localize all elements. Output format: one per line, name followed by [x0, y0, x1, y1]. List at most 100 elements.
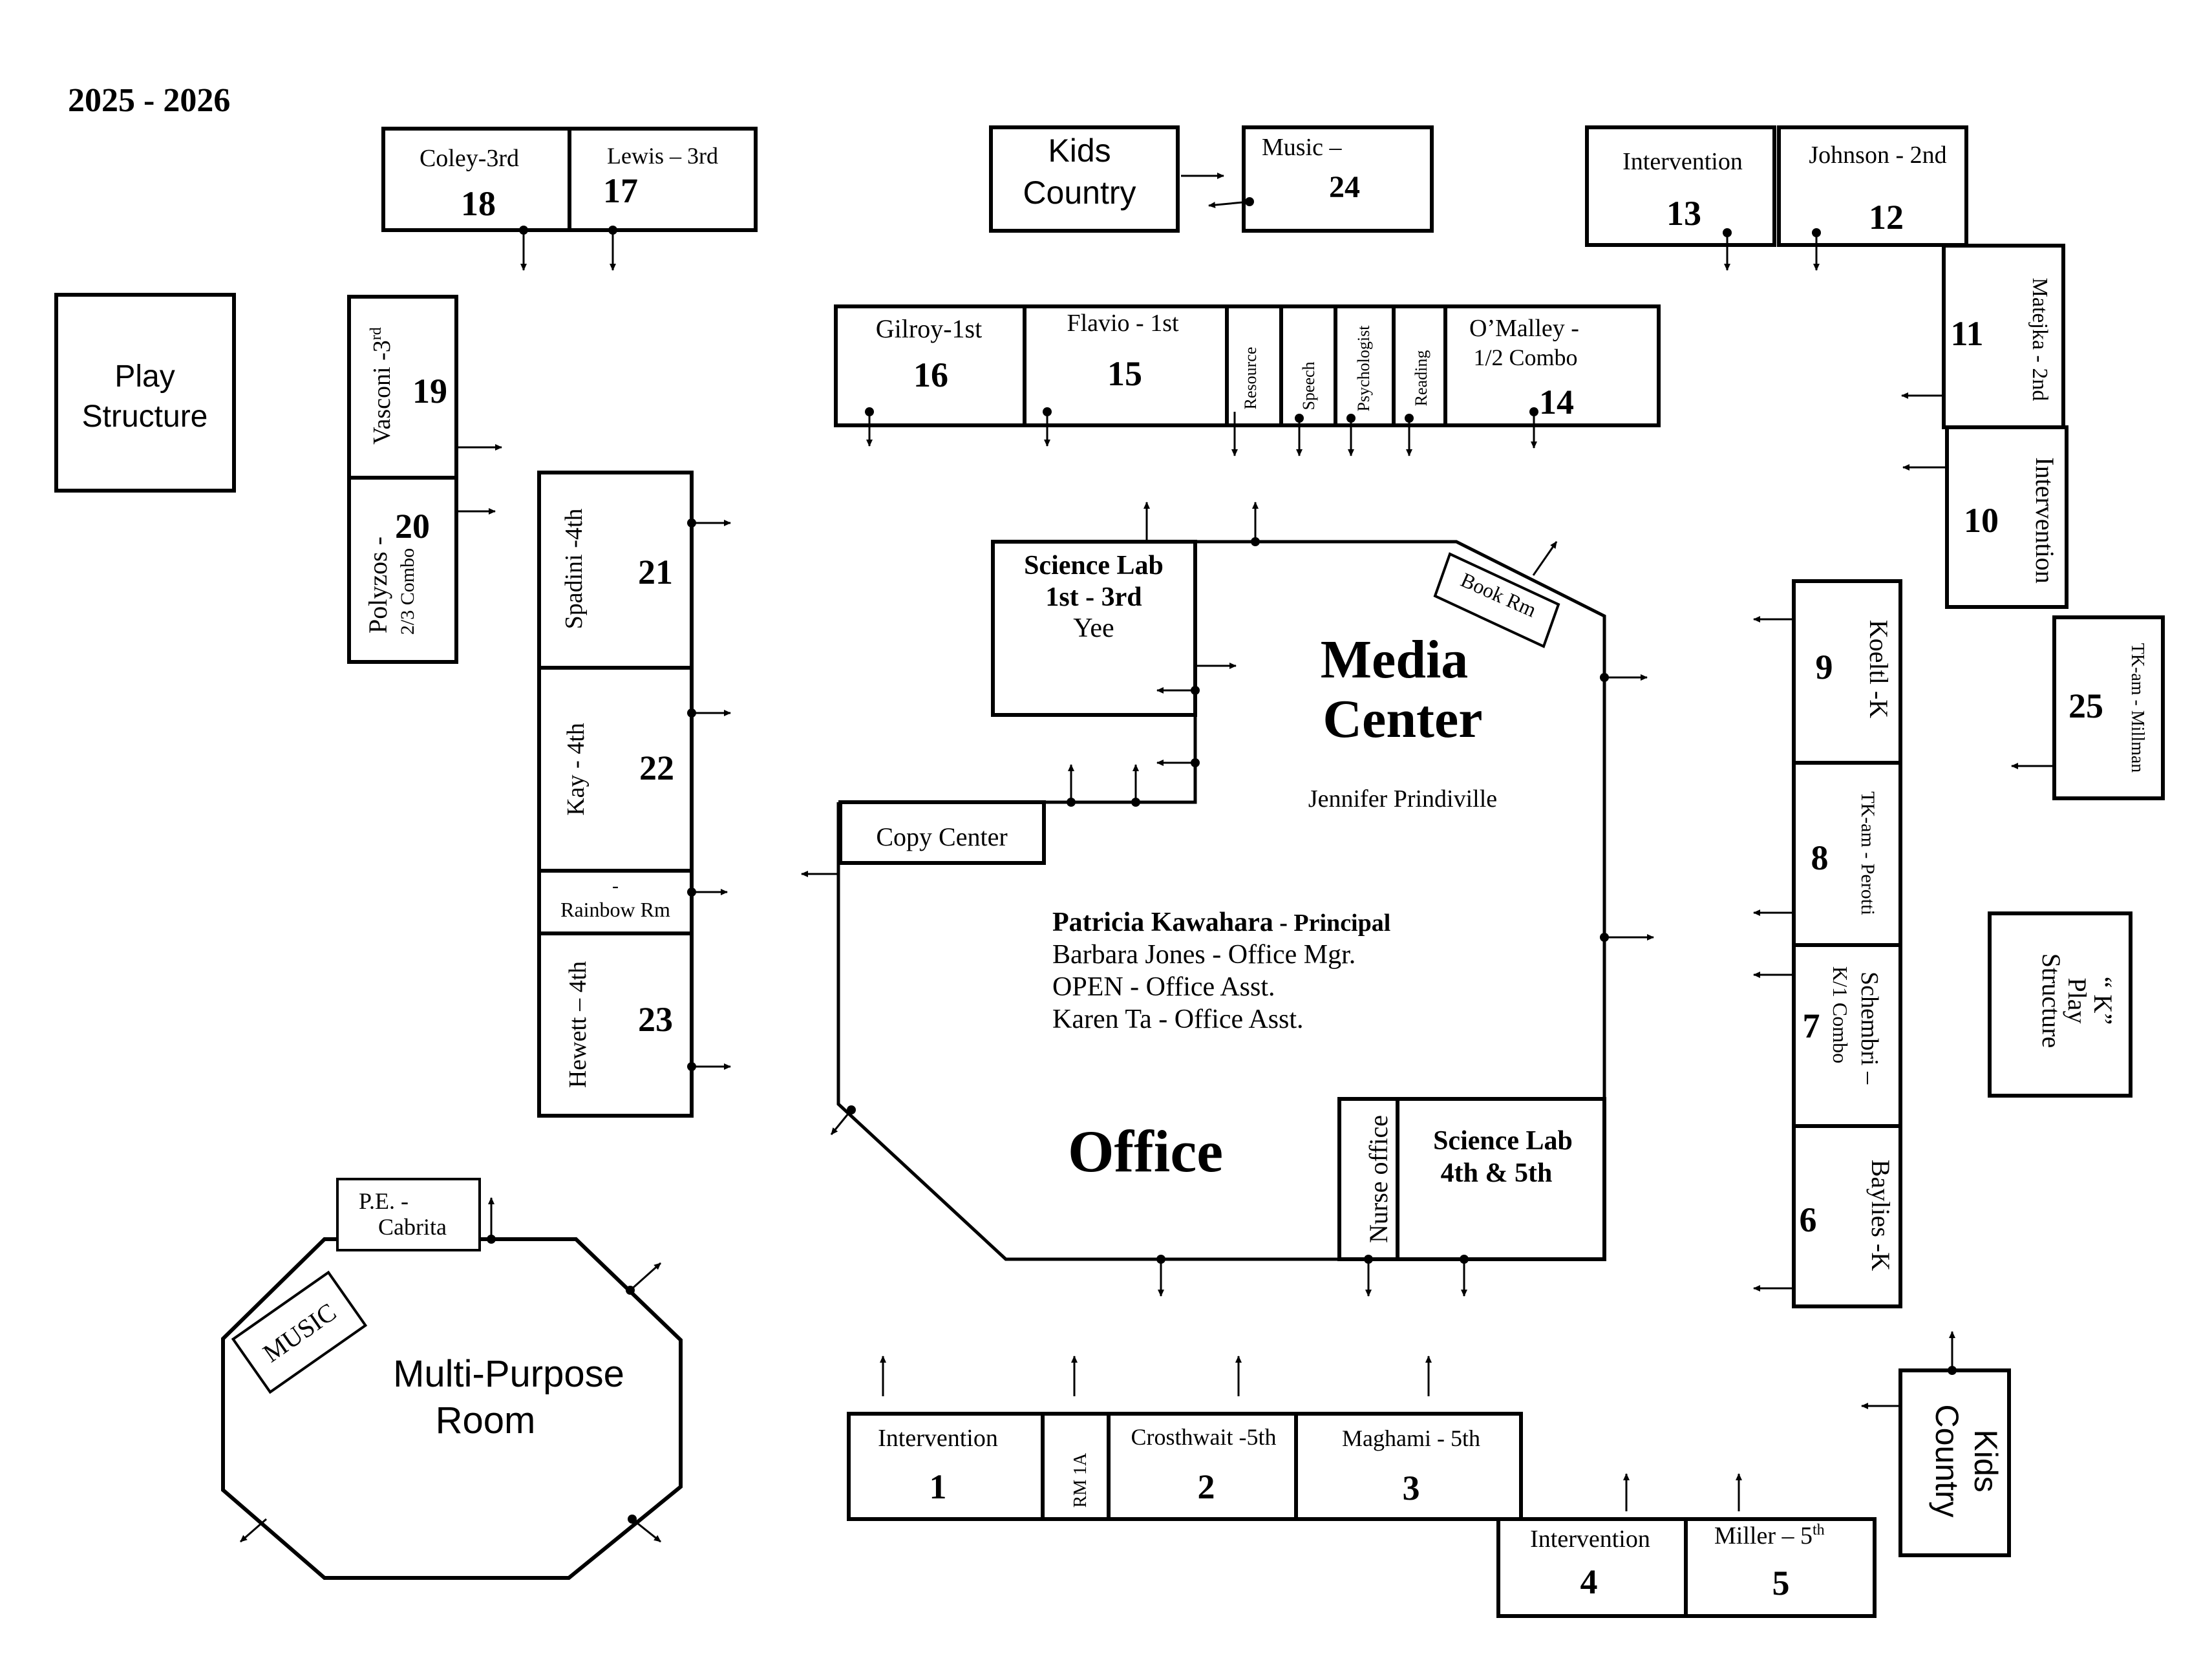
door-dot	[1067, 798, 1076, 807]
staff-1: Barbara Jones - Office Mgr.	[1052, 940, 1356, 970]
mpr-line2: Room	[436, 1399, 536, 1442]
door-arrow	[632, 1518, 661, 1543]
room-20-name: Polyzos -	[363, 537, 392, 633]
k-play-line2: Play	[2063, 977, 2092, 1023]
room-24-number: 24	[1329, 170, 1360, 204]
door-arrow	[1532, 541, 1558, 576]
room-11-name: Matejka - 2nd	[2028, 278, 2052, 401]
room-14-name: O’Malley -	[1469, 315, 1579, 342]
room-10-number: 10	[1964, 501, 1999, 540]
copy-center-label: Copy Center	[876, 822, 1007, 851]
door-dot	[1191, 686, 1200, 695]
mpr-line1: Multi-Purpose	[393, 1353, 624, 1395]
room-9-name: Koeltl -K	[1864, 620, 1893, 718]
staff-2: OPEN - Office Asst.	[1052, 972, 1275, 1002]
door-dot	[687, 518, 696, 527]
play-structure-line2: Structure	[82, 399, 208, 434]
room-2-name: Crosthwait -5th	[1131, 1424, 1277, 1450]
room-22: Kay - 4th 22	[537, 666, 694, 873]
room-7-name2: K/1 Combo	[1829, 966, 1852, 1063]
door-dot	[1156, 1255, 1165, 1264]
science-lab-1: Science Lab 1st - 3rd Yee	[991, 540, 1197, 717]
door-arrow	[830, 1109, 853, 1135]
room-14-number: 14	[1539, 383, 1574, 421]
play-structure-line1: Play	[114, 359, 175, 394]
reading-room: Reading	[1392, 304, 1447, 427]
room-6-name: Baylies -K	[1866, 1160, 1895, 1271]
room-2-number: 2	[1198, 1467, 1215, 1506]
year-title: 2025 - 2026	[68, 82, 230, 119]
rainbow-label: Rainbow Rm	[560, 898, 670, 921]
door-arrow	[630, 1262, 661, 1292]
door-dot	[1251, 537, 1260, 546]
room-21: Spadini -4th 21	[537, 471, 694, 670]
room-18-name: Coley-3rd	[420, 145, 519, 172]
door-dot	[1460, 1255, 1469, 1264]
door-dot	[687, 888, 696, 897]
room-6: 6 Baylies -K	[1792, 1124, 1902, 1308]
room-15: Flavio - 1st 15	[1023, 304, 1229, 427]
kids-country-top-line2: Country	[1023, 175, 1136, 211]
book-rm-box	[1433, 552, 1560, 648]
pe-line1: P.E. -	[359, 1188, 409, 1214]
door-dot	[1529, 407, 1538, 416]
room-4: Intervention 4	[1496, 1517, 1688, 1618]
room-4-name: Intervention	[1530, 1526, 1650, 1553]
room-5: Miller – 5th 5	[1684, 1517, 1877, 1618]
room-6-number: 6	[1800, 1200, 1817, 1239]
door-dot	[1043, 407, 1052, 416]
room-10: 10 Intervention	[1945, 425, 2068, 609]
room-10-name: Intervention	[2030, 457, 2059, 584]
room-24-name: Music –	[1262, 134, 1343, 161]
door-arrow	[1208, 200, 1250, 209]
room-24: Music – 24	[1242, 125, 1434, 233]
room-20-number: 20	[395, 507, 430, 546]
door-dot	[1600, 933, 1609, 942]
reading-label: Reading	[1412, 350, 1430, 407]
office-label: Office	[1068, 1118, 1223, 1184]
room-21-number: 21	[638, 553, 673, 591]
room-5-number: 5	[1772, 1564, 1790, 1602]
door-dot	[608, 226, 617, 235]
room-21-name: Spadini -4th	[560, 509, 588, 630]
room-7-number: 7	[1803, 1006, 1820, 1045]
room-23: Hewett – 4th 23	[537, 931, 694, 1118]
door-dot	[1346, 414, 1356, 423]
room-19-name: Vasconi -3rd	[368, 327, 396, 444]
psychologist-label: Psychologist	[1354, 325, 1373, 412]
door-dots	[487, 197, 1957, 1524]
media-center-line1: Media	[1321, 630, 1469, 690]
room-17-name: Lewis – 3rd	[607, 143, 718, 169]
room-2: Crosthwait -5th 2	[1107, 1412, 1298, 1521]
door-dot	[628, 1515, 637, 1524]
room-17-number: 17	[603, 171, 638, 210]
sci-lab-2-line1: Science Lab	[1433, 1126, 1573, 1156]
resource-room: Resource	[1225, 304, 1283, 427]
door-dot	[487, 1235, 496, 1244]
room-25-name: TK-am - Millman	[2127, 643, 2147, 773]
door-dot	[1405, 414, 1414, 423]
science-lab-2: Science Lab 4th & 5th	[1396, 1097, 1606, 1261]
room-23-name: Hewett – 4th	[564, 961, 591, 1088]
room-5-label: Miller – 5	[1714, 1522, 1813, 1549]
room-9: 9 Koeltl -K	[1792, 579, 1902, 765]
room-8: 8 TK-am - Perotti	[1792, 761, 1902, 947]
room-5-sup: th	[1813, 1522, 1825, 1538]
door-dot	[847, 1105, 856, 1114]
room-8-number: 8	[1811, 838, 1829, 877]
room-3: Maghami - 5th 3	[1294, 1412, 1523, 1521]
nurse-label: Nurse office	[1364, 1115, 1393, 1243]
room-1: Intervention 1	[847, 1412, 1045, 1521]
room-16-name: Gilroy-1st	[876, 314, 982, 343]
room-15-number: 15	[1107, 354, 1142, 393]
door-arrow	[240, 1518, 267, 1543]
kids-country-bottom: Kids Country	[1898, 1368, 2011, 1557]
speech-room: Speech	[1279, 304, 1337, 427]
door-dot	[1948, 1366, 1957, 1375]
door-dot	[626, 1286, 635, 1295]
room-1a: RM 1A	[1041, 1412, 1111, 1521]
room-7: 7 Schembri – K/1 Combo	[1792, 943, 1902, 1128]
room-17: Lewis – 3rd 17	[568, 127, 758, 232]
principal-role: - Principal	[1273, 910, 1391, 937]
